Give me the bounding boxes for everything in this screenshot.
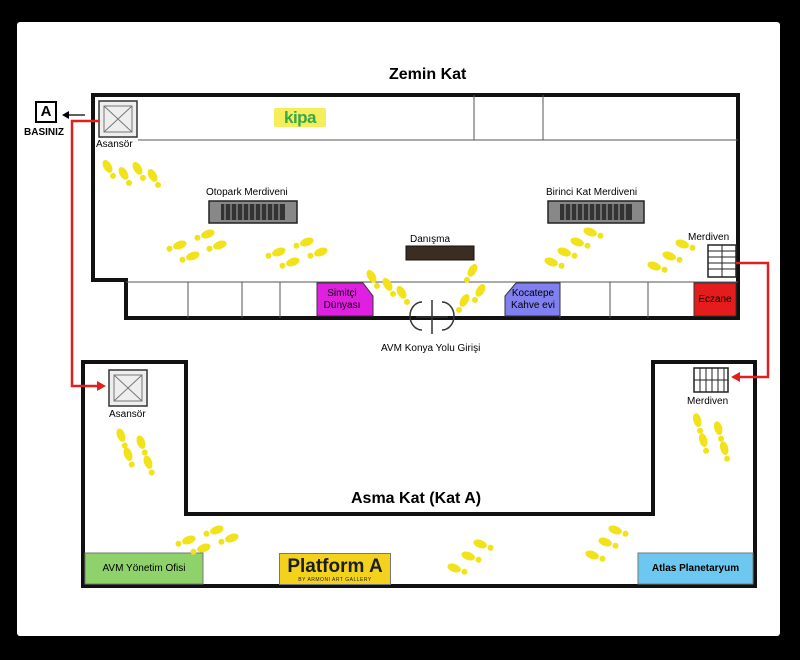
platform-a-gallery-logo[interactable]: Platform A BY ARMONI ART GALLERY: [279, 553, 391, 585]
elevator-icon[interactable]: [98, 100, 138, 138]
info-desk[interactable]: [405, 245, 475, 261]
shop-simitci-label: Simitçi Dünyası: [323, 288, 361, 311]
gallery-logo-text: Platform A: [287, 556, 383, 577]
elevator-label: Asansör: [96, 139, 133, 150]
management-office-label: AVM Yönetim Ofisi: [102, 562, 186, 574]
escalator-icon: [208, 200, 298, 224]
shop-kocatepe-label: Kocatepe Kahve evi: [511, 288, 555, 311]
shop-planetarium[interactable]: [637, 552, 754, 585]
ground-floor-walls: [91, 93, 740, 320]
first-floor-stairs-label: Birinci Kat Merdiveni: [546, 187, 638, 198]
stairs-label: Merdiven: [688, 232, 730, 243]
stairs-icon[interactable]: [693, 367, 729, 393]
entrance-label: AVM Konya Yolu Girişi: [381, 343, 481, 354]
revolving-door-icon[interactable]: [409, 300, 455, 334]
shop-kocatepe[interactable]: [504, 282, 561, 317]
stairs-icon[interactable]: [707, 244, 737, 278]
shop-eczane[interactable]: [693, 282, 737, 317]
parking-stairs-label: Otopark Merdiveni: [206, 187, 288, 198]
map-canvas: [17, 22, 780, 636]
mezzanine-walls: [81, 360, 757, 588]
route-arrow: [97, 381, 106, 391]
elevator-note-caption: BASINIZ: [24, 127, 64, 138]
escalator-icon: [547, 200, 645, 224]
mezzanine-stairs-label: Merdiven: [687, 396, 729, 407]
shop-simitci[interactable]: [316, 282, 374, 317]
elevator-a-button-icon: A: [35, 101, 57, 123]
info-desk-label: Danışma: [410, 234, 451, 245]
route-path: [70, 119, 770, 388]
shop-management[interactable]: [84, 552, 204, 585]
mezzanine-elevator-label: Asansör: [109, 409, 146, 420]
ground-floor-title: Zemin Kat: [389, 66, 467, 83]
elevator-icon[interactable]: [108, 369, 148, 407]
shop-eczane-label: Eczane: [698, 294, 732, 305]
kipa-logo[interactable]: kipa: [274, 108, 326, 127]
arrow-to-note: [62, 111, 85, 119]
kipa-logo-text: kipa: [283, 107, 317, 127]
mezzanine-floor-title: Asma Kat (Kat A): [351, 490, 482, 507]
planetarium-label: Atlas Planetaryum: [651, 562, 740, 574]
route-arrow: [731, 372, 740, 382]
gallery-logo-subtitle: BY ARMONI ART GALLERY: [298, 577, 372, 583]
ground-floor-partitions: [126, 95, 738, 318]
